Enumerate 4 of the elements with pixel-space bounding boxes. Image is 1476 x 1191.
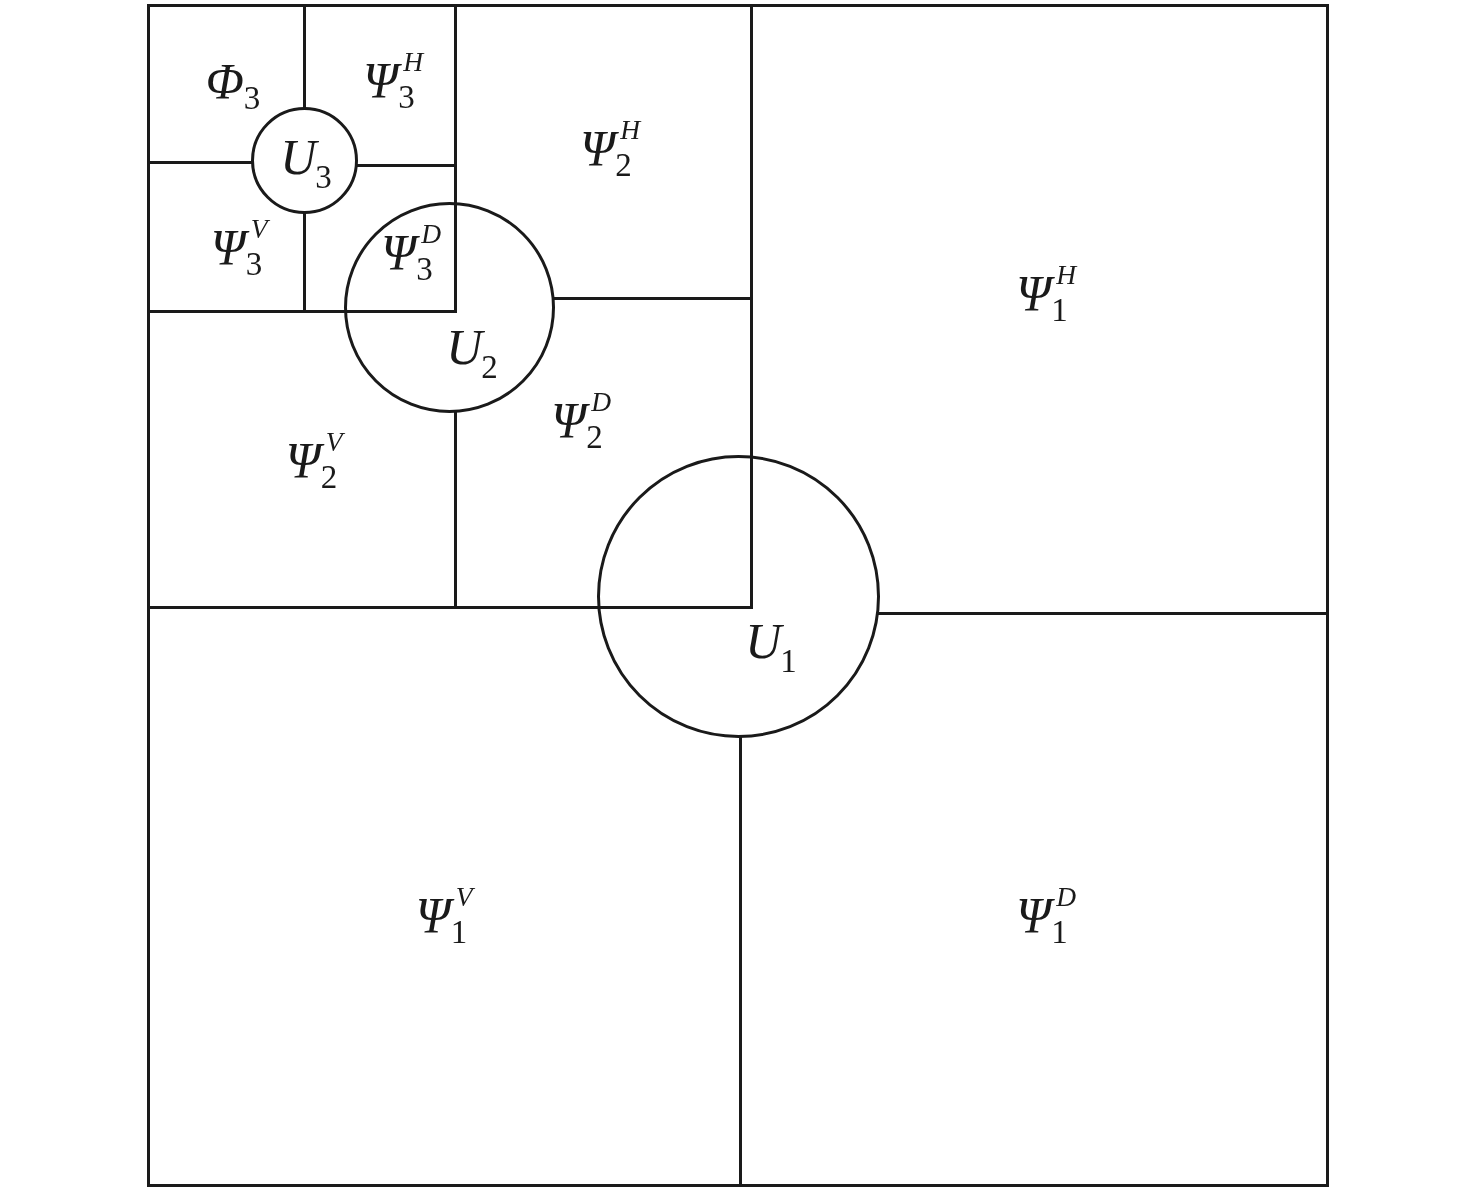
circle-label: U$_{3}$ [280, 132, 332, 194]
subband-label: Φ$_{3}$ [205, 55, 261, 115]
circle-label: U$_{1}$ [745, 616, 797, 678]
circle-label: U$_{2}$ [446, 322, 498, 384]
